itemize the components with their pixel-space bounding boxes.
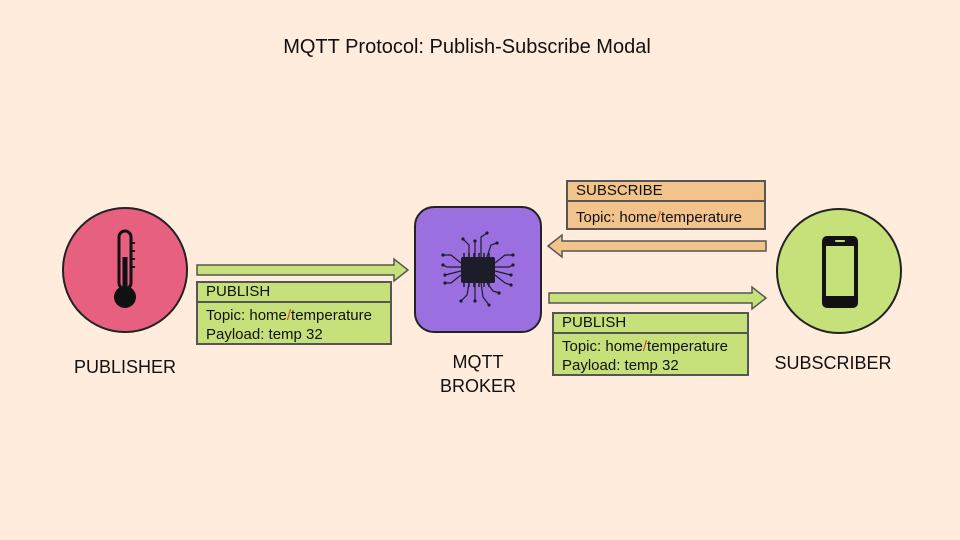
subscribe-topic: Topic: home/temperature: [576, 209, 742, 226]
diagram-title: MQTT Protocol: Publish-Subscribe Modal: [283, 36, 651, 58]
smartphone-icon: [822, 236, 858, 308]
publisher-node: [62, 207, 188, 333]
processor-chip-icon: [441, 231, 515, 307]
broker-label: MQTT BROKER: [418, 350, 538, 398]
publish-topic: Topic: home/temperature: [562, 338, 728, 355]
subscriber-label: SUBSCRIBER: [774, 353, 892, 373]
publish-payload: Payload: temp 32: [206, 326, 323, 343]
broker-node: [414, 206, 542, 333]
subscribe-message: SUBSCRIBE Topic: home/temperature: [566, 180, 766, 230]
publish-arrow-out: [548, 285, 768, 311]
publish-header: PUBLISH: [554, 314, 747, 334]
subscribe-header: SUBSCRIBE: [568, 182, 764, 202]
publish-payload: Payload: temp 32: [562, 357, 679, 374]
publish-arrow-in: [196, 257, 410, 283]
publish-message-in: PUBLISH Topic: home/temperature Payload:…: [196, 281, 392, 345]
subscribe-arrow: [546, 233, 768, 259]
subscriber-node: [776, 208, 902, 334]
thermometer-icon: [114, 229, 136, 308]
broker-label-line1: MQTT: [452, 352, 504, 372]
broker-label-line2: BROKER: [439, 376, 517, 396]
publish-header: PUBLISH: [198, 283, 390, 303]
publisher-label: PUBLISHER: [73, 357, 177, 377]
publish-topic: Topic: home/temperature: [206, 307, 372, 324]
publish-message-out: PUBLISH Topic: home/temperature Payload:…: [552, 312, 749, 376]
